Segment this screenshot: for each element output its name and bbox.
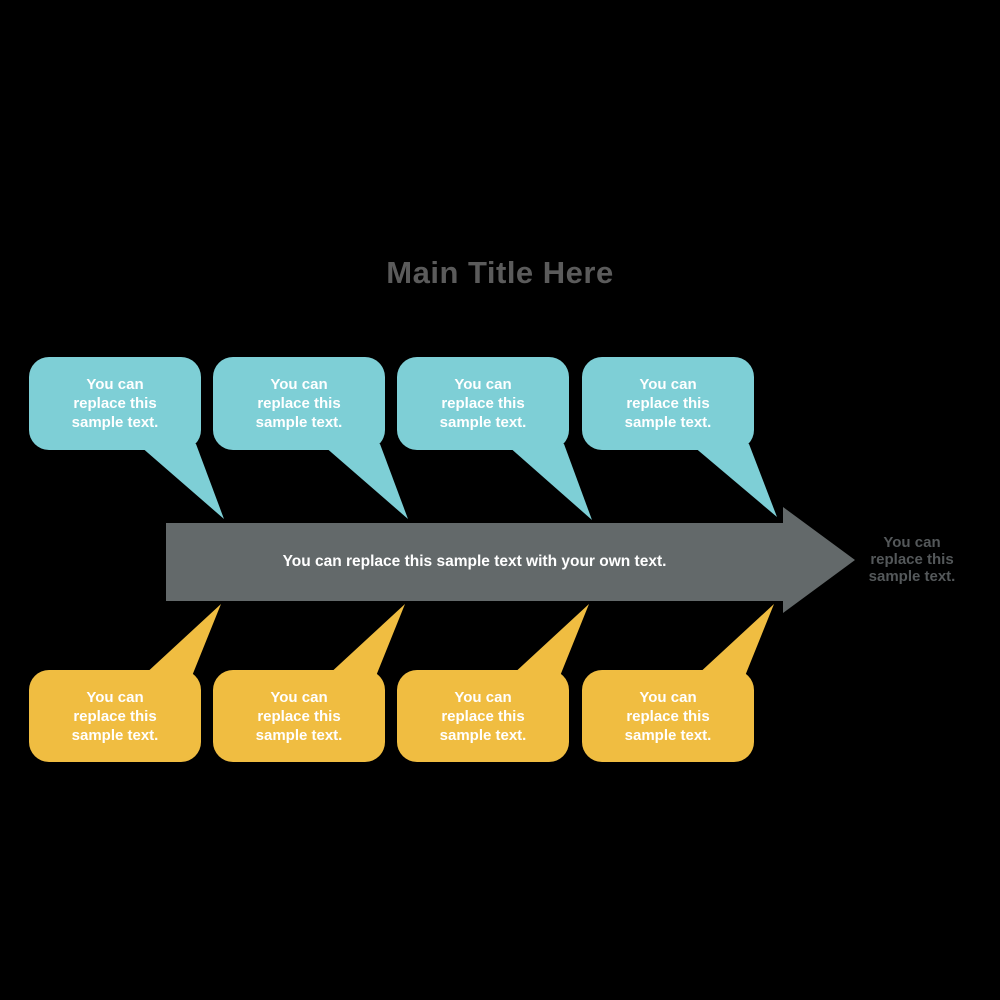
bottom-callout-body-2: [213, 670, 385, 762]
top-callout-body-2: [213, 357, 385, 450]
bottom-callout-body-4: [582, 670, 754, 762]
top-callout-body-4: [582, 357, 754, 450]
bottom-callout-label-4: You can replace this sample text.: [624, 688, 712, 744]
top-callout-tail-1: [140, 444, 224, 519]
top-callout-tail-4: [693, 444, 777, 517]
bottom-callout-tail-3: [511, 604, 589, 676]
bottom-callout-label-1: You can replace this sample text.: [71, 688, 159, 744]
top-callout-label-1: You can replace this sample text.: [71, 376, 159, 431]
top-callout-tail-2: [324, 444, 408, 519]
main-title: Main Title Here: [386, 255, 614, 290]
bottom-callout-tail-2: [327, 604, 405, 676]
arrow-end-note: You can replace this sample text.: [868, 534, 956, 585]
top-callout-body-3: [397, 357, 569, 450]
bottom-callout-tail-1: [143, 604, 221, 676]
bottom-callout-body-3: [397, 670, 569, 762]
top-callout-label-4: You can replace this sample text.: [624, 376, 712, 431]
bottom-callout-tail-4: [696, 604, 774, 676]
main-arrow-shape: [166, 507, 855, 613]
bottom-callout-body-1: [29, 670, 201, 762]
main-arrow-label: You can replace this sample text with yo…: [282, 553, 667, 570]
bottom-callout-label-2: You can replace this sample text.: [255, 688, 343, 744]
top-callout-body-1: [29, 357, 201, 450]
top-callout-tail-3: [508, 444, 592, 520]
top-callout-label-2: You can replace this sample text.: [255, 376, 343, 431]
bottom-callout-label-3: You can replace this sample text.: [439, 688, 527, 744]
top-callout-label-3: You can replace this sample text.: [439, 376, 527, 431]
